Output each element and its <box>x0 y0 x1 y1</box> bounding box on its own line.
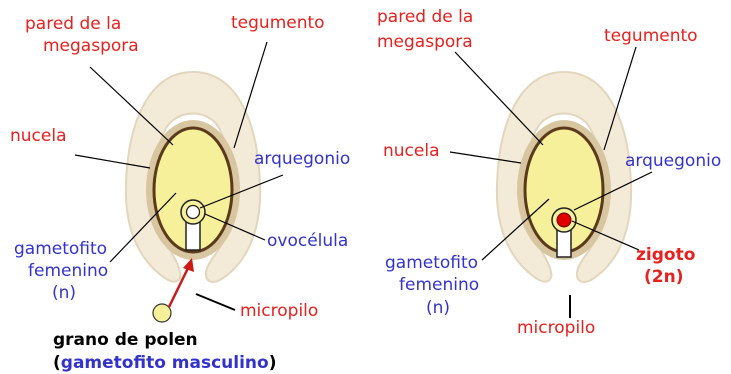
left-label-gametofito-line3: (n) <box>52 283 76 303</box>
right-label-pared-line1: pared de la <box>377 7 473 27</box>
left-label-tegumento: tegumento <box>231 13 325 33</box>
left-pollen-arrowhead <box>183 258 194 272</box>
left-label-micropilo: micropilo <box>240 301 318 321</box>
left-archegonium-neck <box>186 222 200 250</box>
left-label-nucela: nucela <box>10 126 67 146</box>
left-label-pared-line1: pared de la <box>25 14 121 34</box>
right-label-nucela: nucela <box>383 141 440 161</box>
right-ovule <box>497 72 631 282</box>
left-label-polen-line1: grano de polen <box>53 330 198 350</box>
right-label-gametofito-line2: femenino <box>399 275 479 295</box>
right-zygote <box>557 213 571 227</box>
left-ovule <box>126 72 260 322</box>
right-label-micropilo: micropilo <box>517 318 595 338</box>
right-label-pared-line2: megaspora <box>377 32 473 52</box>
right-label-gametofito-line3: (n) <box>426 298 450 318</box>
left-label-arquegonio: arquegonio <box>254 149 350 169</box>
right-label-zigoto-line1: zigoto <box>636 245 695 265</box>
left-label-polen-line2: (gametofito masculino) <box>53 353 277 373</box>
left-egg-cell <box>187 206 200 219</box>
right-label-gametofito-line1: gametofito <box>385 253 478 273</box>
left-label-gametofito-line2: femenino <box>28 261 108 281</box>
right-label-zigoto-line2: (2n) <box>644 267 683 287</box>
left-label-ovocelula: ovocélula <box>267 231 348 251</box>
right-label-arquegonio: arquegonio <box>625 151 721 171</box>
right-label-tegumento: tegumento <box>604 26 698 46</box>
left-label-gametofito-line1: gametofito <box>14 239 107 259</box>
left-pollen-grain <box>153 304 171 322</box>
left-label-pared-line2: megaspora <box>43 36 139 56</box>
